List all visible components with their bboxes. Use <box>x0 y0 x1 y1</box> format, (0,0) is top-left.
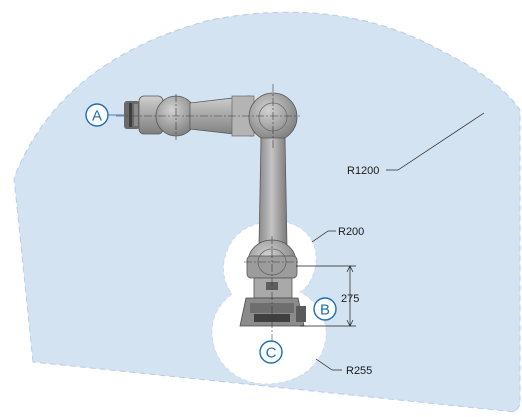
dimension-275-label: 275 <box>341 293 359 305</box>
leader-r1200 <box>386 112 485 171</box>
callout-c: C <box>259 340 283 364</box>
leader-r200 <box>311 230 336 243</box>
callout-b: B <box>313 297 337 321</box>
callout-a-label: A <box>92 108 102 125</box>
callout-b-label: B <box>320 302 330 319</box>
leader-r255 <box>315 358 342 371</box>
label-r1200: R1200 <box>347 165 379 177</box>
upper-arm-link <box>258 137 288 247</box>
center-lines <box>116 84 300 350</box>
dimension-275 <box>296 265 356 327</box>
callout-a: A <box>85 103 124 127</box>
label-r255: R255 <box>346 365 372 377</box>
label-r200: R200 <box>338 226 364 238</box>
callout-c-label: C <box>266 345 277 362</box>
